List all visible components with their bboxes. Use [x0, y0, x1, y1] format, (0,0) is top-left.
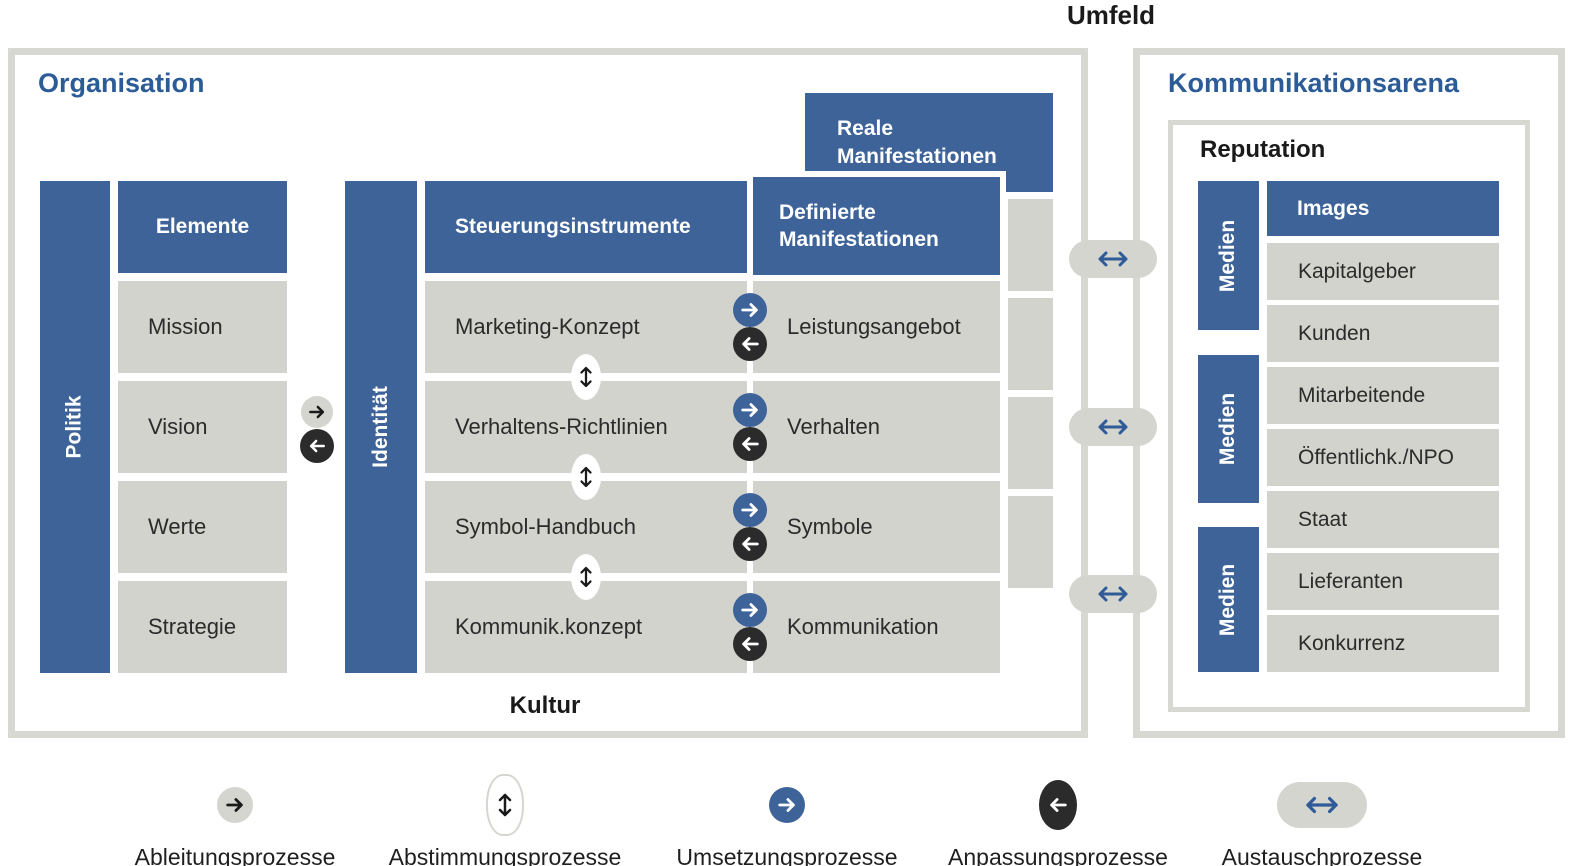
anpassungsprozesse-icon — [1039, 780, 1077, 830]
images-header: Images — [1267, 181, 1499, 236]
stakeholder-row: Staat — [1267, 491, 1499, 548]
legend-label: Abstimmungsprozesse — [388, 844, 622, 866]
definierte-row: Kommunikation — [753, 581, 1000, 673]
stakeholder-row: Öffentlichk./NPO — [1267, 429, 1499, 486]
reale-cell — [1008, 397, 1053, 489]
elemente-row: Vision — [118, 381, 287, 473]
austausch-arrow-icon — [1069, 240, 1157, 278]
medien-column: Medien — [1198, 355, 1259, 503]
legend-label: Umsetzungsprozesse — [676, 844, 898, 866]
anpassung-arrow-icon — [300, 429, 334, 463]
medien-column: Medien — [1198, 181, 1259, 330]
definierte-row: Leistungsangebot — [753, 281, 1000, 373]
organisation-title: Organisation — [38, 68, 205, 98]
stakeholder-row: Lieferanten — [1267, 553, 1499, 610]
identitaet-column: Identität — [345, 181, 417, 673]
steuerungsinstrumente-row: Marketing-Konzept — [425, 281, 747, 373]
anpassung-arrow-icon — [733, 327, 767, 361]
legend-item: Umsetzungsprozesse — [657, 776, 917, 866]
legend-item: Abstimmungsprozesse — [375, 774, 635, 866]
anpassung-arrow-icon — [733, 527, 767, 561]
elemente-row: Mission — [118, 281, 287, 373]
umsetzung-arrow-icon — [733, 593, 767, 627]
umsetzung-arrow-icon — [733, 293, 767, 327]
politik-column: Politik — [40, 181, 110, 673]
reale-manifestationen-label: Reale Manifestationen — [837, 117, 997, 168]
identitaet-label: Identität — [369, 386, 393, 468]
legend-item: Austauschprozesse — [1192, 776, 1452, 866]
austauschprozesse-icon — [1277, 782, 1367, 828]
stakeholder-row: Kunden — [1267, 305, 1499, 362]
definierte-manifestationen-label: Definierte Manifestationen — [779, 200, 939, 251]
anpassung-arrow-icon — [733, 427, 767, 461]
abstimmungsprozesse-icon — [486, 774, 524, 836]
elemente-row: Strategie — [118, 581, 287, 673]
umsetzung-arrow-icon — [733, 493, 767, 527]
abstimmung-arrow-icon — [571, 354, 601, 400]
legend-label: Ableitungsprozesse — [134, 844, 336, 866]
legend-label: Austauschprozesse — [1221, 844, 1423, 866]
stakeholder-row: Kapitalgeber — [1267, 243, 1499, 300]
abstimmung-arrow-icon — [571, 454, 601, 500]
steuerungsinstrumente-header: Steuerungsinstrumente — [425, 181, 747, 273]
medien-column: Medien — [1198, 527, 1259, 672]
abstimmung-arrow-icon — [571, 554, 601, 600]
kommunikationsarena-title: Kommunikationsarena — [1168, 68, 1460, 98]
austausch-arrow-icon — [1069, 575, 1157, 613]
legend-item: Ableitungsprozesse — [105, 776, 365, 866]
reputation-label: Reputation — [1200, 136, 1326, 163]
stakeholder-row: Mitarbeitende — [1267, 367, 1499, 424]
kultur-label: Kultur — [509, 692, 581, 719]
austausch-arrow-icon — [1069, 408, 1157, 446]
definierte-row: Symbole — [753, 481, 1000, 573]
medien-label: Medien — [1216, 563, 1240, 636]
reale-cell — [1008, 199, 1053, 291]
reale-cell — [1008, 496, 1053, 588]
elemente-header: Elemente — [118, 181, 287, 273]
legend-item: Anpassungsprozesse — [928, 776, 1188, 866]
definierte-row: Verhalten — [753, 381, 1000, 473]
steuerungsinstrumente-row: Kommunik.konzept — [425, 581, 747, 673]
umsetzungsprozesse-icon — [769, 787, 805, 823]
ableitungsprozesse-icon — [217, 787, 253, 823]
anpassung-arrow-icon — [733, 627, 767, 661]
stakeholder-row: Konkurrenz — [1267, 615, 1499, 672]
medien-label: Medien — [1216, 219, 1240, 292]
legend-label: Anpassungsprozesse — [948, 844, 1168, 866]
umfeld-label: Umfeld — [1066, 0, 1156, 30]
umsetzung-arrow-icon — [733, 393, 767, 427]
elemente-row: Werte — [118, 481, 287, 573]
definierte-manifestationen-header: Definierte Manifestationen — [747, 171, 1006, 281]
medien-label: Medien — [1216, 392, 1240, 466]
politik-label: Politik — [62, 395, 86, 459]
ableitung-arrow-icon — [301, 396, 333, 428]
reale-cell — [1008, 298, 1053, 390]
